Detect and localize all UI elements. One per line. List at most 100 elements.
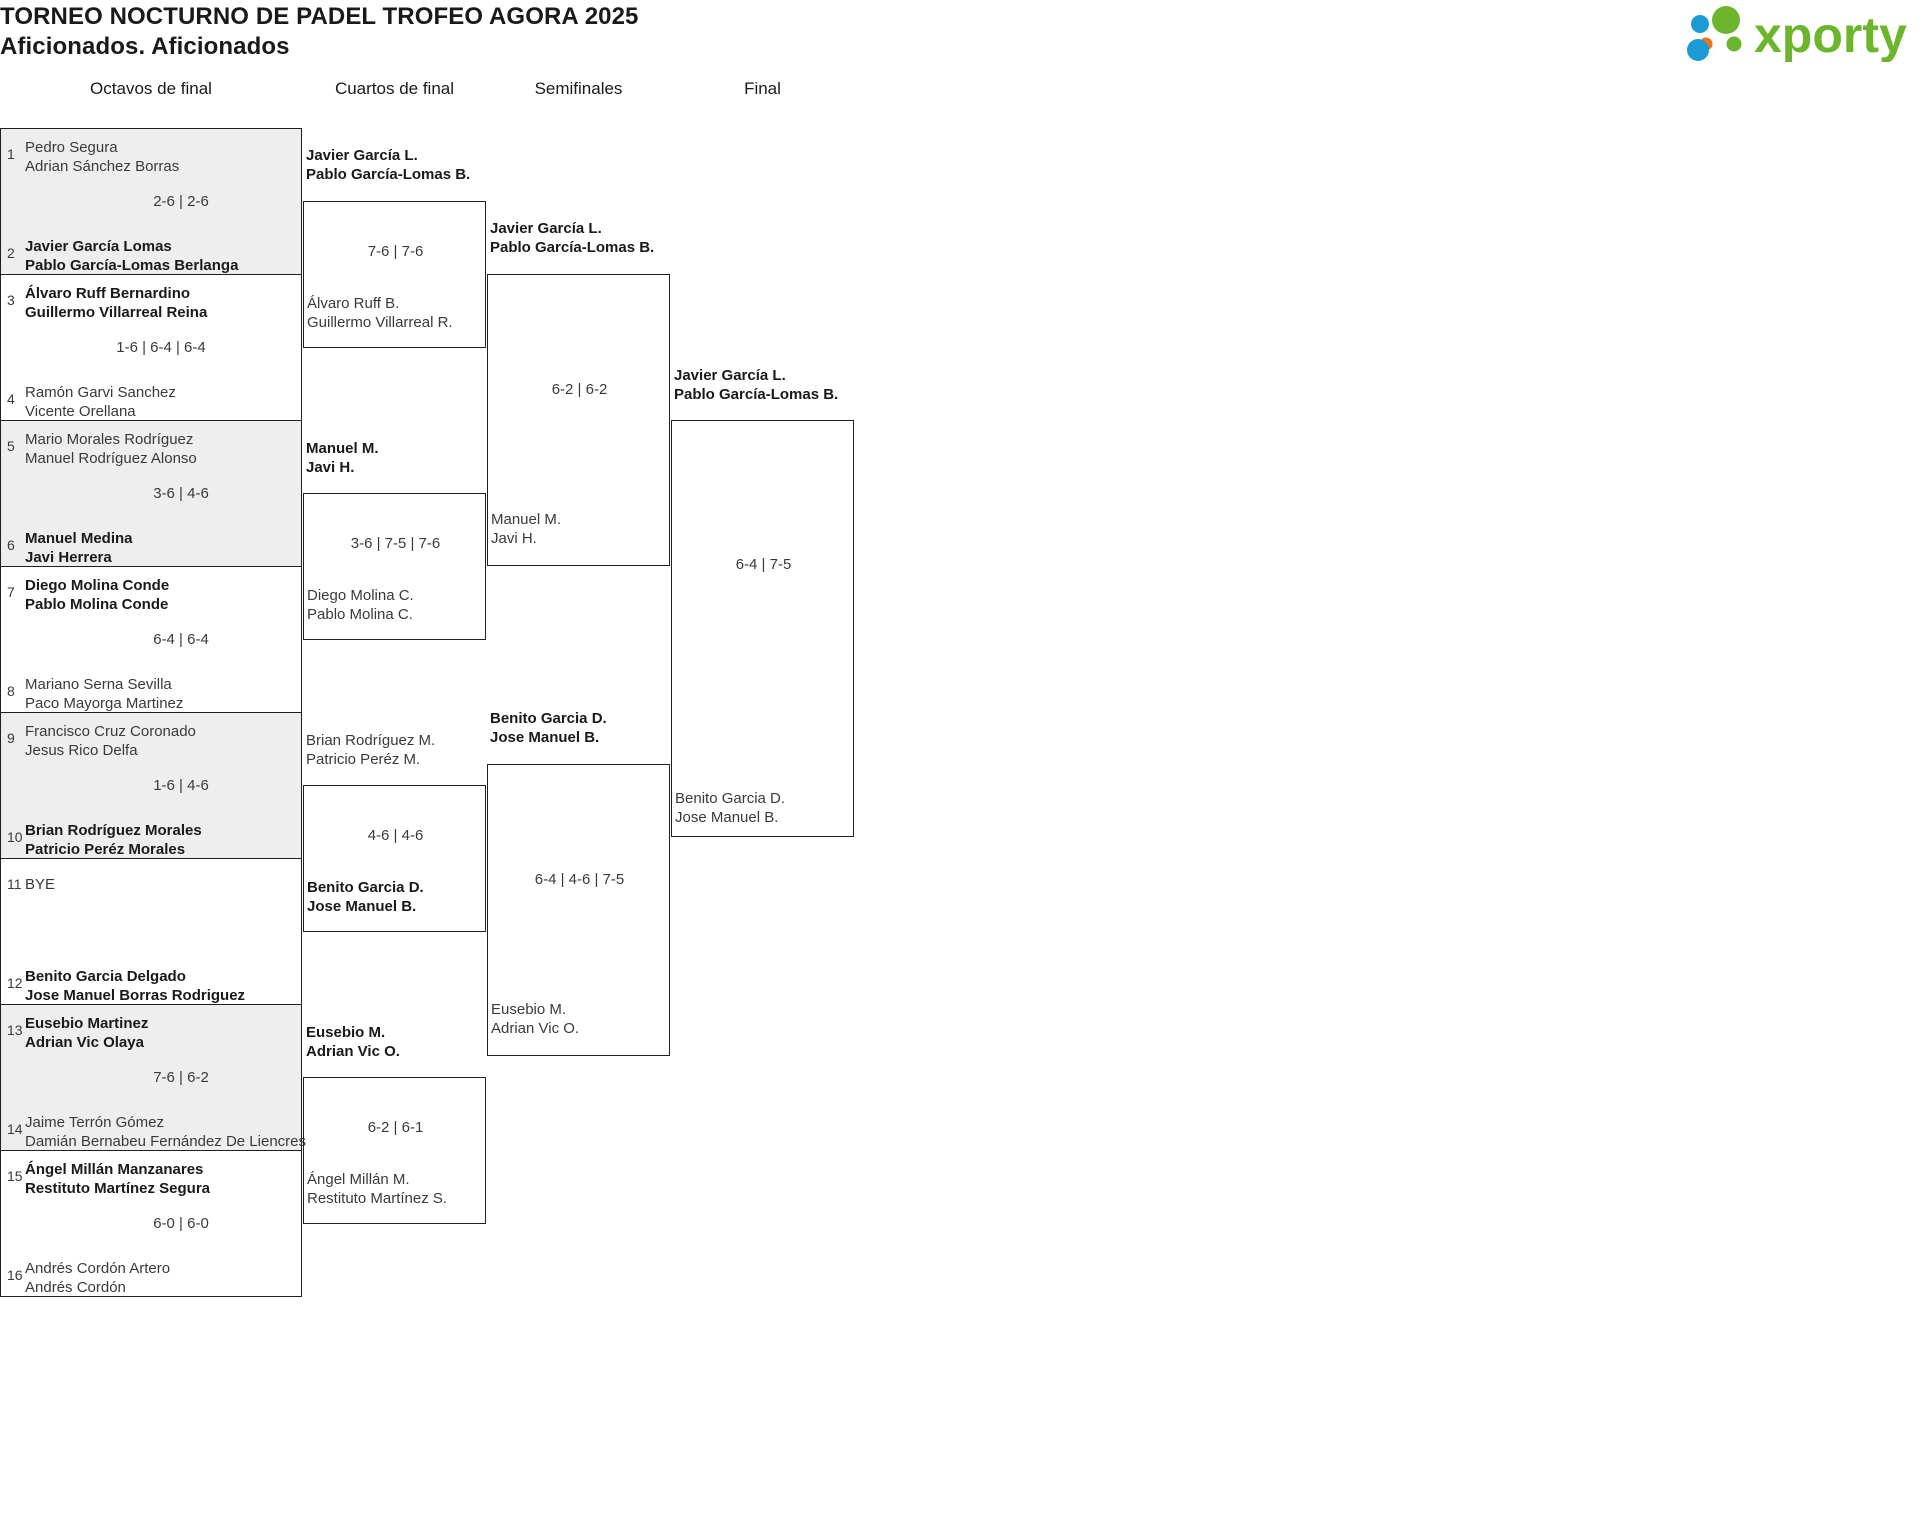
player-name: Jaime Terrón Gómez [25, 1114, 164, 1131]
match-score: 6-4 | 7-5 [735, 556, 792, 573]
qf2-top-player-1: Manuel M. [306, 440, 379, 457]
match-sf-1[interactable]: 6-2 | 6-2 Manuel M. Javi H. [487, 274, 670, 566]
qf3-bot-player-1: Benito Garcia D. [307, 879, 424, 896]
seed-number: 14 [7, 1121, 23, 1137]
seed-number: 3 [7, 292, 15, 308]
match-r16-2[interactable]: 3 Álvaro Ruff Bernardino Guillermo Villa… [0, 274, 302, 421]
player-name: Javier García Lomas [25, 238, 172, 255]
sf2-bot-player-1: Eusebio M. [491, 1001, 567, 1018]
match-score: 6-2 | 6-1 [367, 1119, 424, 1136]
player-name: Paco Mayorga Martinez [25, 695, 184, 712]
sf1-top-player-2: Pablo García-Lomas B. [490, 239, 655, 256]
tournament-title: TORNEO NOCTURNO DE PADEL TROFEO AGORA 20… [0, 3, 639, 30]
match-r16-1[interactable]: 1 Pedro Segura Adrian Sánchez Borras 2-6… [0, 128, 302, 275]
match-qf-3[interactable]: 4-6 | 4-6 Benito Garcia D. Jose Manuel B… [303, 785, 486, 932]
seed-number: 4 [7, 391, 15, 407]
match-sf-2[interactable]: 6-4 | 4-6 | 7-5 Eusebio M. Adrian Vic O. [487, 764, 670, 1056]
match-r16-7[interactable]: 13 Eusebio Martinez Adrian Vic Olaya 7-6… [0, 1004, 306, 1151]
match-qf-1[interactable]: 7-6 | 7-6 Álvaro Ruff B. Guillermo Villa… [303, 201, 486, 348]
seed-number: 11 [7, 876, 22, 892]
round-header-cuartos: Cuartos de final [334, 79, 455, 98]
sf2-top-player-1: Benito Garcia D. [490, 710, 607, 727]
bye-label: BYE [25, 876, 56, 893]
player-name: Manuel Medina [25, 530, 133, 547]
seed-number: 15 [7, 1168, 23, 1184]
player-name: Adrian Vic Olaya [25, 1034, 144, 1051]
qf2-bot-player-2: Pablo Molina C. [307, 606, 413, 623]
player-name: Restituto Martínez Segura [25, 1180, 211, 1197]
seed-number: 1 [7, 146, 15, 162]
sf1-bot-player-1: Manuel M. [491, 511, 562, 528]
qf1-top-player-1: Javier García L. [306, 147, 418, 164]
match-score: 2-6 | 2-6 [153, 193, 209, 210]
qf2-bot-player-1: Diego Molina C. [307, 587, 414, 604]
match-score: 6-4 | 4-6 | 7-5 [534, 871, 625, 888]
player-name: Javi Herrera [25, 549, 112, 566]
page-title: TORNEO NOCTURNO DE PADEL TROFEO AGORA 20… [0, 2, 639, 62]
match-r16-6[interactable]: 11 BYE 12 Benito Garcia Delgado Jose Man… [0, 858, 302, 1005]
seed-number: 16 [7, 1267, 23, 1283]
round-header-semis: Semifinales [534, 79, 623, 98]
match-final[interactable]: 6-4 | 7-5 Benito Garcia D. Jose Manuel B… [671, 420, 854, 837]
match-r16-4[interactable]: 7 Diego Molina Conde Pablo Molina Conde … [0, 566, 302, 713]
player-name: Ramón Garvi Sanchez [25, 384, 176, 401]
player-name: Francisco Cruz Coronado [25, 723, 196, 740]
seed-number: 12 [7, 975, 23, 991]
seed-number: 10 [7, 829, 23, 845]
seed-number: 2 [7, 245, 15, 261]
round-header-final: Final [744, 79, 781, 98]
player-name: Adrian Sánchez Borras [25, 158, 180, 175]
player-name: Mariano Serna Sevilla [25, 676, 172, 693]
match-r16-8[interactable]: 15 Ángel Millán Manzanares Restituto Mar… [0, 1150, 302, 1297]
match-r16-5[interactable]: 9 Francisco Cruz Coronado Jesus Rico Del… [0, 712, 302, 859]
match-score: 6-0 | 6-0 [153, 1215, 209, 1232]
player-name: Ángel Millán Manzanares [25, 1161, 204, 1178]
match-score: 3-6 | 7-5 | 7-6 [350, 535, 441, 552]
match-score: 7-6 | 7-6 [367, 243, 424, 260]
qf2-top-player-2: Javi H. [306, 459, 355, 476]
seed-number: 9 [7, 730, 15, 746]
player-name: Mario Morales Rodríguez [25, 431, 194, 448]
qf1-bot-player-1: Álvaro Ruff B. [307, 295, 400, 312]
match-score: 6-2 | 6-2 [551, 381, 608, 398]
match-score: 3-6 | 4-6 [153, 485, 209, 502]
sf1-bot-player-2: Javi H. [491, 530, 537, 547]
player-name: Pedro Segura [25, 139, 118, 156]
match-r16-3[interactable]: 5 Mario Morales Rodríguez Manuel Rodrígu… [0, 420, 302, 567]
match-score: 4-6 | 4-6 [367, 827, 424, 844]
seed-number: 7 [7, 584, 15, 600]
final-bot-player-2: Jose Manuel B. [675, 809, 779, 826]
seed-number: 8 [7, 683, 15, 699]
qf3-top-player-1: Brian Rodríguez M. [306, 732, 436, 749]
player-name: Patricio Peréz Morales [25, 841, 186, 858]
match-qf-2[interactable]: 3-6 | 7-5 | 7-6 Diego Molina C. Pablo Mo… [303, 493, 486, 640]
player-name: Jesus Rico Delfa [25, 742, 138, 759]
qf4-top-player-2: Adrian Vic O. [306, 1043, 400, 1060]
qf3-top-player-2: Patricio Peréz M. [306, 751, 421, 768]
match-score: 1-6 | 6-4 | 6-4 [116, 339, 206, 356]
final-bot-player-1: Benito Garcia D. [675, 790, 786, 807]
xporty-logo-svg: xporty [1687, 6, 1907, 62]
match-score: 7-6 | 6-2 [153, 1069, 209, 1086]
player-name: Jose Manuel Borras Rodriguez [25, 987, 246, 1004]
xporty-logo[interactable]: xporty [1682, 6, 1912, 62]
qf1-bot-player-2: Guillermo Villarreal R. [307, 314, 453, 331]
player-name: Benito Garcia Delgado [25, 968, 186, 985]
match-qf-4[interactable]: 6-2 | 6-1 Ángel Millán M. Restituto Mart… [303, 1077, 486, 1224]
seed-number: 6 [7, 537, 15, 553]
round-header-octavos: Octavos de final [90, 79, 212, 98]
match-score: 6-4 | 6-4 [153, 631, 209, 648]
player-name: Brian Rodríguez Morales [25, 822, 202, 839]
sf2-bot-player-2: Adrian Vic O. [491, 1020, 580, 1037]
seed-number: 5 [7, 438, 15, 454]
player-name: Manuel Rodríguez Alonso [25, 450, 197, 467]
tournament-subtitle: Aficionados. Aficionados [0, 33, 290, 60]
player-name: Pablo García-Lomas Berlanga [25, 257, 239, 274]
sf1-top-player-1: Javier García L. [490, 220, 602, 237]
qf4-bot-player-2: Restituto Martínez S. [307, 1190, 448, 1207]
match-score: 1-6 | 4-6 [153, 777, 209, 794]
qf3-bot-player-2: Jose Manuel B. [307, 898, 417, 915]
sf2-top-player-2: Jose Manuel B. [490, 729, 600, 746]
seed-number: 13 [7, 1022, 23, 1038]
qf1-top-player-2: Pablo García-Lomas B. [306, 166, 471, 183]
